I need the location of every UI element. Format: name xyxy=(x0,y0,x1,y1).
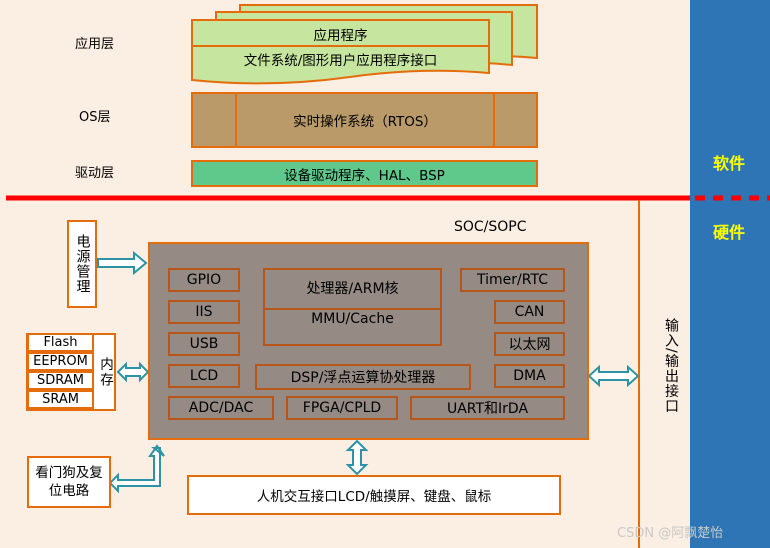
rtos-box: 实时操作系统（RTOS） xyxy=(235,92,495,148)
soc-can: CAN xyxy=(494,300,565,324)
watermark: CSDN @阿飘楚怡 xyxy=(617,526,724,541)
memory-sdram: SDRAM xyxy=(27,371,94,390)
memory-eeprom: EEPROM xyxy=(27,352,94,371)
app-interface-text: 文件系统/图形用户应用程序接口 xyxy=(243,53,438,69)
os-box: 实时操作系统（RTOS） xyxy=(191,92,538,148)
hmi-box: 人机交互接口LCD/触摸屏、键盘、鼠标 xyxy=(187,475,561,515)
soc-gpio: GPIO xyxy=(168,268,240,292)
soc-fpga: FPGA/CPLD xyxy=(286,396,398,420)
io-interface-box: 输入/输出接口 xyxy=(657,318,685,428)
power-management-text: 电源管理 xyxy=(74,234,91,294)
soc-dsp: DSP/浮点运算协处理器 xyxy=(255,364,471,390)
memory-sram: SRAM xyxy=(27,390,94,409)
driver-box: 设备驱动程序、HAL、BSP xyxy=(191,160,538,187)
power-arrow xyxy=(97,250,148,276)
power-management-box: 电源管理 xyxy=(67,220,97,308)
memory-arrow xyxy=(116,361,150,383)
app-program-text: 应用程序 xyxy=(313,27,368,44)
soc-adc-dac: ADC/DAC xyxy=(168,396,274,420)
soc-uart: UART和IrDA xyxy=(410,396,565,420)
os-layer-label: OS层 xyxy=(79,110,111,125)
doc-shape-front xyxy=(191,19,490,85)
soc-mmu: MMU/Cache xyxy=(311,311,394,327)
hmi-arrow xyxy=(345,439,369,476)
watchdog-arrow xyxy=(108,444,165,494)
software-label: 软件 xyxy=(713,154,746,173)
soc-timer: Timer/RTC xyxy=(460,268,565,292)
memory-label: 内存 xyxy=(97,356,113,388)
soc-ethernet: 以太网 xyxy=(494,332,565,356)
soc-dma: DMA xyxy=(494,364,565,388)
watchdog-box: 看门狗及复位电路 xyxy=(27,456,111,508)
io-interface-text: 输入/输出接口 xyxy=(663,318,679,414)
memory-label-box: 内存 xyxy=(94,333,116,411)
soc-iis: IIS xyxy=(168,300,240,324)
processor-box xyxy=(263,268,442,346)
app-layer-label: 应用层 xyxy=(75,37,115,52)
memory-flash: Flash xyxy=(27,333,94,352)
soc-lcd: LCD xyxy=(168,364,240,388)
soc-usb: USB xyxy=(168,332,240,356)
io-arrow xyxy=(587,364,640,388)
hardware-label: 硬件 xyxy=(713,223,746,242)
driver-layer-label: 驱动层 xyxy=(75,166,115,181)
soc-title: SOC/SOPC xyxy=(454,219,527,235)
soc-processor: 处理器/ARM核 xyxy=(263,268,442,310)
